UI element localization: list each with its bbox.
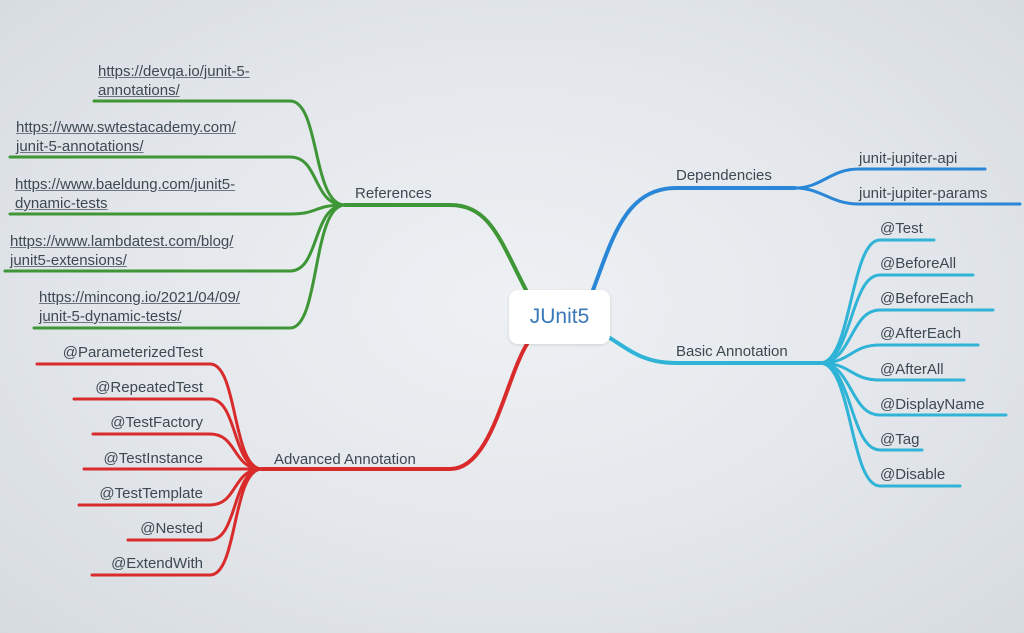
edge-advanced-item [90, 467, 264, 577]
item-label: @DisplayName [880, 396, 985, 413]
item-label: junit-jupiter-params [859, 185, 988, 202]
branch-references[interactable]: References [355, 184, 432, 203]
basic-annotation-item[interactable]: @AfterEach [880, 324, 961, 343]
basic-annotation-item[interactable]: @Tag [880, 430, 919, 449]
reference-link[interactable]: https://www.baeldung.com/junit5- dynamic-… [15, 175, 235, 213]
basic-annotation-item[interactable]: @Test [880, 219, 923, 238]
branch-label: Dependencies [676, 167, 772, 184]
item-label: @Test [880, 220, 923, 237]
root-label: JUnit5 [529, 305, 590, 328]
link-text: https://www.baeldung.com/junit5- [15, 176, 236, 193]
link-text: junit-5-annotations/ [16, 138, 144, 155]
item-label: @ParameterizedTest [62, 344, 203, 361]
basic-annotation-item[interactable]: @BeforeAll [880, 254, 956, 273]
dependency-item[interactable]: junit-jupiter-params [859, 184, 987, 203]
item-label: @AfterEach [880, 325, 962, 342]
link-text: https://www.lambdatest.com/blog/ [10, 233, 234, 250]
edge-basic-item [818, 273, 975, 365]
edge-advanced-item [35, 362, 264, 471]
root-node[interactable]: JUnit5 [509, 290, 610, 344]
dependency-item[interactable]: junit-jupiter-api [859, 149, 957, 168]
branch-advanced-annotation[interactable]: Advanced Annotation [274, 450, 416, 469]
item-label: @Nested [140, 520, 203, 537]
branch-label: Advanced Annotation [274, 451, 416, 468]
edge-root-advanced [260, 342, 529, 471]
edge-reference-item [92, 99, 347, 207]
advanced-annotation-item[interactable]: @ExtendWith [111, 554, 203, 573]
reference-link[interactable]: https://mincong.io/2021/04/09/junit-5-dy… [39, 288, 240, 326]
branch-basic-annotation[interactable]: Basic Annotation [676, 342, 788, 361]
item-label: @Tag [880, 431, 920, 448]
basic-annotation-item[interactable]: @AfterAll [880, 360, 944, 379]
item-label: @BeforeEach [880, 290, 974, 307]
item-label: junit-jupiter-api [859, 150, 958, 167]
edge-basic-item [818, 361, 962, 488]
branch-label: References [355, 185, 432, 202]
item-label: @RepeatedTest [95, 379, 203, 396]
reference-link[interactable]: https://www.swtestacademy.com/junit-5-an… [16, 118, 236, 156]
item-label: @ExtendWith [111, 555, 203, 572]
advanced-annotation-item[interactable]: @TestInstance [104, 449, 203, 468]
item-label: @BeforeAll [880, 255, 957, 272]
link-text: junit5-extensions/ [10, 252, 127, 269]
advanced-annotation-item[interactable]: @Nested [140, 519, 203, 538]
edge-reference-item [8, 155, 347, 207]
branch-label: Basic Annotation [676, 343, 788, 360]
basic-annotation-item[interactable]: @BeforeEach [880, 289, 974, 308]
advanced-annotation-item[interactable]: @TestFactory [110, 413, 203, 432]
edge-advanced-item [72, 397, 264, 471]
item-label: @TestInstance [103, 450, 203, 467]
edge-reference-item [8, 203, 347, 216]
edge-basic-item [818, 308, 995, 365]
advanced-annotation-item[interactable]: @ParameterizedTest [63, 343, 203, 362]
link-text: https://devqa.io/junit-5- [98, 63, 250, 80]
link-text: https://www.swtestacademy.com/ [16, 119, 236, 136]
item-label: @TestFactory [110, 414, 203, 431]
edge-root-basic [608, 336, 822, 365]
link-text: junit-5-dynamic-tests/ [39, 308, 182, 325]
edge-dependency-item [793, 186, 1022, 206]
item-label: @AfterAll [880, 361, 944, 378]
link-text: dynamic-tests [15, 195, 108, 212]
edge-root-dependencies [591, 186, 797, 292]
branch-dependencies[interactable]: Dependencies [676, 166, 772, 185]
reference-link[interactable]: https://www.lambdatest.com/blog/junit5-e… [10, 232, 233, 270]
advanced-annotation-item[interactable]: @RepeatedTest [95, 378, 203, 397]
advanced-annotation-item[interactable]: @TestTemplate [99, 484, 203, 503]
item-label: @Disable [880, 466, 946, 483]
link-text: https://mincong.io/2021/04/09/ [39, 289, 240, 306]
basic-annotation-item[interactable]: @DisplayName [880, 395, 984, 414]
basic-annotation-item[interactable]: @Disable [880, 465, 945, 484]
link-text: annotations/ [98, 82, 180, 99]
edge-reference-item [32, 203, 347, 330]
edge-root-references [343, 203, 528, 292]
reference-link[interactable]: https://devqa.io/junit-5- annotations/ [98, 62, 250, 100]
item-label: @TestTemplate [99, 485, 203, 502]
